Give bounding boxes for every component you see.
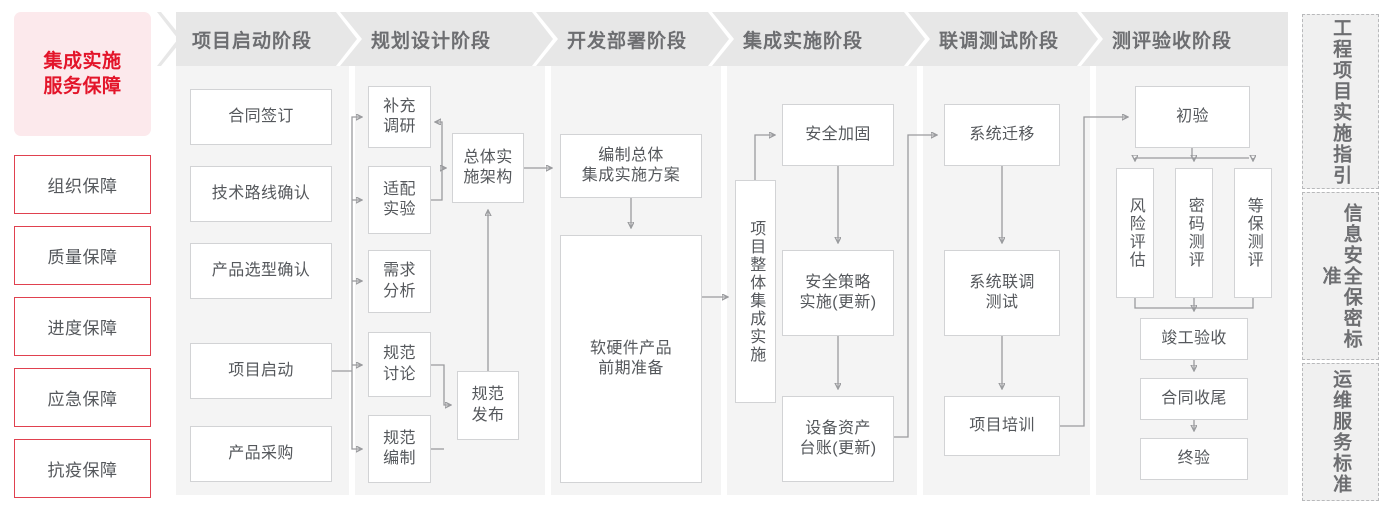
box-label-line: 发布 [471, 406, 505, 424]
box-contract-signing[interactable]: 合同签订 [190, 89, 332, 145]
box-spec-discussion[interactable]: 规范讨论 [368, 332, 431, 397]
box-label: 密码测评 [1185, 197, 1203, 269]
box-label-line: 讨论 [383, 365, 416, 383]
phase-2-title: 规划设计阶段 [371, 30, 492, 52]
box-label: 合同收尾 [1161, 389, 1227, 407]
left-rail-item-label: 应急保障 [47, 390, 118, 409]
right-rail-engineering-guideline[interactable]: 工程项目实施指引 [1302, 14, 1379, 189]
left-rail-item-emergency[interactable]: 应急保障 [14, 368, 151, 427]
box-completion-acceptance[interactable]: 竣工验收 [1140, 318, 1248, 360]
box-label: 风险评估 [1126, 197, 1144, 269]
box-final-acceptance[interactable]: 终验 [1140, 438, 1248, 480]
left-rail-item-label: 进度保障 [47, 319, 118, 338]
box-label-line: 集成实施方案 [581, 167, 681, 184]
box-project-kickoff[interactable]: 项目启动 [190, 343, 332, 399]
box-label: 合同签订 [228, 107, 294, 125]
box-label: 系统迁移 [969, 125, 1035, 143]
left-rail-item-label: 组织保障 [47, 177, 118, 196]
box-product-selection[interactable]: 产品选型确认 [190, 243, 332, 299]
box-preliminary-acceptance[interactable]: 初验 [1135, 86, 1250, 148]
box-label-line: 编制总体 [598, 146, 664, 164]
left-rail-item-label: 抗疫保障 [47, 461, 118, 480]
box-label-line: 分析 [383, 282, 416, 300]
box-adaptation-experiment[interactable]: 适配实验 [368, 166, 431, 234]
box-label-line: 需求 [383, 262, 416, 280]
box-label: 产品采购 [228, 444, 294, 462]
right-rail-label: 工程项目实施指引 [1330, 17, 1352, 186]
phase-5-header[interactable]: 联调测试阶段 [923, 12, 1103, 66]
box-label-line: 设备资产 [805, 419, 871, 437]
box-label-line: 编制 [383, 450, 416, 467]
phase-6-header[interactable]: 测评验收阶段 [1096, 12, 1288, 66]
box-label: 技术路线确认 [211, 184, 311, 202]
left-rail-item-quality[interactable]: 质量保障 [14, 226, 151, 285]
box-mlps-evaluation[interactable]: 等保测评 [1234, 168, 1272, 298]
box-label: 产品选型确认 [211, 261, 311, 279]
phase-6-title: 测评验收阶段 [1112, 30, 1233, 52]
phase-4-header[interactable]: 集成实施阶段 [727, 12, 930, 66]
box-label-line: 补充 [383, 97, 416, 115]
phase-5-title: 联调测试阶段 [939, 30, 1060, 52]
phase-4-title: 集成实施阶段 [743, 30, 864, 52]
box-contract-closure[interactable]: 合同收尾 [1140, 378, 1248, 420]
box-system-migration[interactable]: 系统迁移 [944, 104, 1060, 166]
box-security-policy-update[interactable]: 安全策略实施(更新) [782, 250, 894, 336]
box-label-line: 适配 [383, 180, 416, 198]
box-label-line: 规范 [383, 429, 416, 447]
box-label-line: 软硬件产品 [589, 339, 672, 357]
phase-3-title: 开发部署阶段 [567, 30, 688, 52]
box-spec-release[interactable]: 规范发布 [457, 371, 519, 440]
left-rail-item-organization[interactable]: 组织保障 [14, 155, 151, 214]
phase-1-title: 项目启动阶段 [192, 30, 313, 52]
left-rail-header-line-2: 服务保障 [43, 76, 122, 97]
box-label-line: 规范 [383, 345, 416, 363]
box-label-line: 台账(更新) [799, 440, 877, 457]
box-label-line: 规范 [471, 386, 505, 404]
box-overall-implementation-architecture[interactable]: 总体实施架构 [452, 133, 524, 203]
left-rail-item-label: 质量保障 [47, 248, 118, 267]
left-rail-header: 集成实施 服务保障 [14, 12, 151, 136]
left-rail-item-schedule[interactable]: 进度保障 [14, 297, 151, 356]
left-rail-item-epidemic[interactable]: 抗疫保障 [14, 439, 151, 498]
right-rail-ops-service-standard[interactable]: 运维服务标准 [1302, 363, 1379, 501]
box-label-line: 实验 [383, 201, 416, 218]
box-supplementary-research[interactable]: 补充调研 [368, 86, 431, 148]
box-requirement-analysis[interactable]: 需求分析 [368, 250, 431, 313]
phase-1-header[interactable]: 项目启动阶段 [176, 12, 362, 66]
box-label-line: 施架构 [463, 169, 513, 186]
box-risk-assessment[interactable]: 风险评估 [1116, 168, 1154, 298]
box-label-line: 调研 [383, 118, 416, 135]
box-label-line: 安全策略 [805, 273, 871, 291]
box-product-procurement[interactable]: 产品采购 [190, 426, 332, 482]
box-label-line: 实施(更新) [799, 294, 877, 311]
box-security-hardening[interactable]: 安全加固 [782, 104, 894, 166]
right-rail-security-standard[interactable]: 信息安全保密标准 [1302, 192, 1379, 360]
box-label-line: 总体实 [463, 148, 513, 166]
box-label: 项目整体集成实施 [747, 219, 765, 364]
box-label-line: 系统联调 [969, 273, 1035, 291]
phase-3-header[interactable]: 开发部署阶段 [551, 12, 734, 66]
box-label: 初验 [1176, 107, 1209, 125]
box-label-line: 测试 [985, 294, 1019, 311]
phase-2-header[interactable]: 规划设计阶段 [355, 12, 558, 66]
box-tech-route-confirm[interactable]: 技术路线确认 [190, 166, 332, 222]
box-spec-drafting[interactable]: 规范编制 [368, 415, 431, 483]
box-joint-debug-test[interactable]: 系统联调测试 [944, 250, 1060, 336]
box-overall-integration[interactable]: 项目整体集成实施 [735, 180, 776, 403]
box-label-line: 前期准备 [598, 360, 664, 377]
box-hw-sw-preparation[interactable]: 软硬件产品前期准备 [560, 235, 702, 483]
right-rail-label: 运维服务标准 [1330, 369, 1352, 495]
box-label: 项目培训 [969, 416, 1035, 434]
box-crypto-evaluation[interactable]: 密码测评 [1175, 168, 1213, 298]
box-label: 终验 [1177, 449, 1211, 467]
box-label: 项目启动 [228, 361, 294, 379]
box-project-training[interactable]: 项目培训 [944, 396, 1060, 456]
box-label: 等保测评 [1244, 197, 1262, 269]
box-draft-overall-plan[interactable]: 编制总体集成实施方案 [560, 134, 702, 198]
box-label: 竣工验收 [1161, 329, 1227, 347]
left-rail-header-line-1: 集成实施 [43, 50, 122, 72]
box-asset-ledger-update[interactable]: 设备资产台账(更新) [782, 396, 894, 482]
right-rail-label: 信息安全保密标准 [1319, 202, 1362, 350]
box-label: 安全加固 [805, 125, 871, 143]
